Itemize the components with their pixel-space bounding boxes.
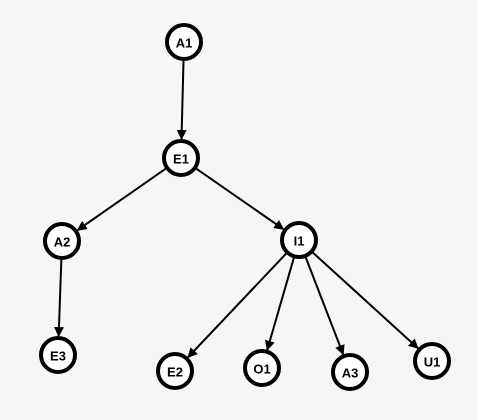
node-a3: A3 — [331, 353, 369, 391]
node-a2: A2 — [43, 222, 81, 260]
edges-layer — [53, 59, 419, 358]
edge-i1-u1 — [311, 251, 419, 349]
node-label: E3 — [50, 349, 66, 364]
node-circle — [165, 23, 203, 61]
node-label: E1 — [173, 152, 189, 167]
node-circle — [156, 352, 194, 390]
node-circle — [331, 353, 369, 391]
arrow-line — [187, 252, 288, 358]
node-circle — [43, 222, 81, 260]
arrow-line — [195, 167, 285, 230]
node-u1: U1 — [413, 342, 451, 380]
edge-a1-e1 — [176, 59, 187, 141]
node-circle — [39, 336, 77, 374]
arrow-line — [264, 257, 295, 351]
arrow-line — [176, 59, 187, 141]
node-circle — [243, 349, 281, 387]
node-o1: O1 — [243, 349, 281, 387]
edge-e1-a2 — [76, 167, 167, 231]
node-circle — [280, 221, 318, 259]
node-circle — [162, 139, 200, 177]
edge-i1-a3 — [304, 256, 345, 356]
node-label: U1 — [424, 355, 441, 370]
node-label: E2 — [167, 365, 183, 380]
node-label: A2 — [54, 235, 71, 250]
edge-i1-e2 — [187, 252, 288, 358]
node-label: A3 — [342, 366, 359, 381]
arrow-line — [311, 251, 419, 349]
edge-e1-i1 — [195, 167, 285, 230]
edge-i1-o1 — [264, 257, 295, 351]
node-a1: A1 — [165, 23, 203, 61]
node-label: A1 — [176, 36, 193, 51]
node-label: I1 — [294, 234, 305, 249]
node-e2: E2 — [156, 352, 194, 390]
node-i1: I1 — [280, 221, 318, 259]
arrow-line — [304, 256, 345, 356]
edge-a2-e3 — [53, 258, 64, 338]
node-circle — [413, 342, 451, 380]
node-e3: E3 — [39, 336, 77, 374]
node-e1: E1 — [162, 139, 200, 177]
node-label: O1 — [253, 362, 270, 377]
arrow-line — [76, 167, 167, 231]
arrow-line — [53, 258, 64, 338]
